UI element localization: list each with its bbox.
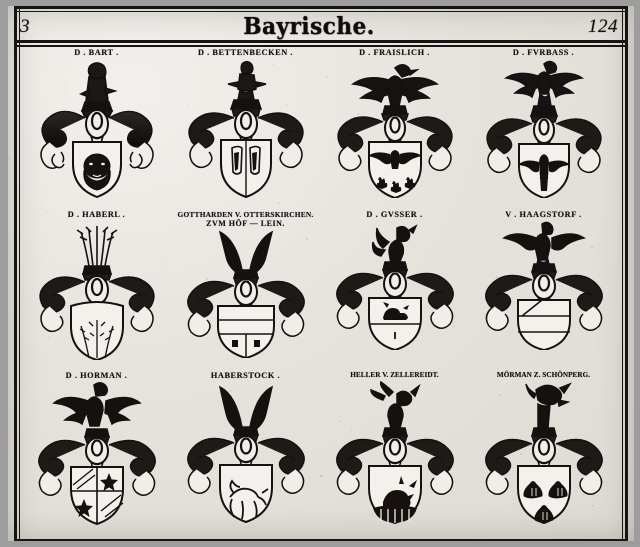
frame-top-rule-outer xyxy=(14,6,628,9)
arms-label: V . HAAGSTORF . xyxy=(505,209,582,219)
frame-left-rule-outer xyxy=(14,6,17,539)
arms-cell: HELLER V. ZELLEREIDT. xyxy=(320,371,469,533)
frame-right-rule-outer xyxy=(625,6,628,539)
arms-caption: D . HORMAN . xyxy=(22,371,171,381)
arms-artwork xyxy=(171,228,320,371)
page-title: Bayrische. xyxy=(243,13,375,40)
arms-cell: D . FVRBASS . xyxy=(469,48,618,210)
coat-of-arms-gvsser xyxy=(335,224,454,350)
arms-label: MÖRMAN Z. SCHÖNPERG. xyxy=(496,371,591,380)
arms-label: D . HABERL . xyxy=(67,209,126,219)
arms-artwork xyxy=(171,58,320,210)
arms-artwork xyxy=(22,58,171,210)
arms-label: D . FVRBASS . xyxy=(512,48,575,57)
arms-label: D . FRAISLICH . xyxy=(359,48,430,57)
arms-caption: V . HAAGSTORF . xyxy=(469,210,618,220)
arms-artwork xyxy=(22,381,171,533)
arms-cell: D . BART . xyxy=(22,48,171,210)
header-bottom-rule-outer xyxy=(14,40,628,43)
arms-artwork xyxy=(469,220,618,372)
arms-caption: D . FVRBASS . xyxy=(469,48,618,58)
frame-bottom-rule xyxy=(14,539,628,541)
arms-caption: D . FRAISLICH . xyxy=(320,48,469,58)
arms-cell: GOTTHARDEN V. OTTERSKIRCHEN. ZVM HÖF — L… xyxy=(171,210,320,372)
arms-label: D . HORMAN . xyxy=(65,371,128,381)
coat-of-arms-haberl xyxy=(38,225,155,360)
frame-top-rule-inner xyxy=(14,11,628,12)
arms-grid: D . BART . xyxy=(22,48,618,533)
coat-of-arms-horman xyxy=(37,382,156,526)
coat-of-arms-fvrbass xyxy=(485,60,602,199)
arms-cell: HABERSTOCK . xyxy=(171,371,320,533)
arms-cell: D . FRAISLICH . xyxy=(320,48,469,210)
arms-label: HELLER V. ZELLEREIDT. xyxy=(350,371,439,380)
frame-right-rule-inner xyxy=(622,6,623,539)
arms-artwork xyxy=(320,380,469,533)
arms-artwork xyxy=(469,58,618,210)
coat-of-arms-haagstorf xyxy=(484,221,603,350)
arms-label: GOTTHARDEN V. OTTERSKIRCHEN. xyxy=(177,209,314,219)
arms-caption: HABERSTOCK . xyxy=(171,371,320,381)
frame-left-rule-inner xyxy=(19,6,20,539)
arms-artwork xyxy=(320,220,469,372)
coat-of-arms-fraislich xyxy=(336,64,453,199)
coat-of-arms-heller-zellereidt xyxy=(335,380,454,525)
coat-of-arms-bart xyxy=(39,62,154,199)
arms-artwork xyxy=(22,220,171,372)
arms-cell: D . HORMAN . xyxy=(22,371,171,533)
arms-caption: D . BETTENBECKEN . xyxy=(171,48,320,58)
arms-cell: D . HABERL . xyxy=(22,210,171,372)
coat-of-arms-bettenbecken xyxy=(187,61,304,199)
coat-of-arms-morman-schonperg xyxy=(484,382,603,525)
arms-label: D . BETTENBECKEN . xyxy=(198,48,293,57)
arms-caption: HELLER V. ZELLEREIDT. xyxy=(320,371,469,380)
arms-label: D . BART . xyxy=(74,48,119,57)
page-header: 3 Bayrische. 124 xyxy=(14,13,628,40)
arms-label: D . GVSSER . xyxy=(366,209,423,219)
arms-artwork xyxy=(171,381,320,533)
arms-cell: V . HAAGSTORF . xyxy=(469,210,618,372)
arms-artwork xyxy=(469,380,618,533)
folio-number-left: 3 xyxy=(20,15,30,37)
folio-number-right: 124 xyxy=(587,15,618,37)
arms-cell: D . GVSSER . xyxy=(320,210,469,372)
coat-of-arms-haberstock xyxy=(186,386,305,524)
arms-caption: GOTTHARDEN V. OTTERSKIRCHEN. ZVM HÖF — L… xyxy=(171,210,320,229)
header-bottom-rule-inner xyxy=(14,45,628,47)
arms-caption: D . BART . xyxy=(22,48,171,58)
arms-label-sub: ZVM HÖF — LEIN. xyxy=(206,218,285,228)
arms-caption: MÖRMAN Z. SCHÖNPERG. xyxy=(469,371,618,380)
arms-artwork xyxy=(320,58,469,210)
arms-cell: D . BETTENBECKEN . xyxy=(171,48,320,210)
arms-cell: MÖRMAN Z. SCHÖNPERG. xyxy=(469,371,618,533)
coat-of-arms-otterskirchen xyxy=(186,231,305,359)
arms-caption: D . GVSSER . xyxy=(320,210,469,220)
arms-label: HABERSTOCK . xyxy=(210,371,281,381)
arms-caption: D . HABERL . xyxy=(22,210,171,220)
